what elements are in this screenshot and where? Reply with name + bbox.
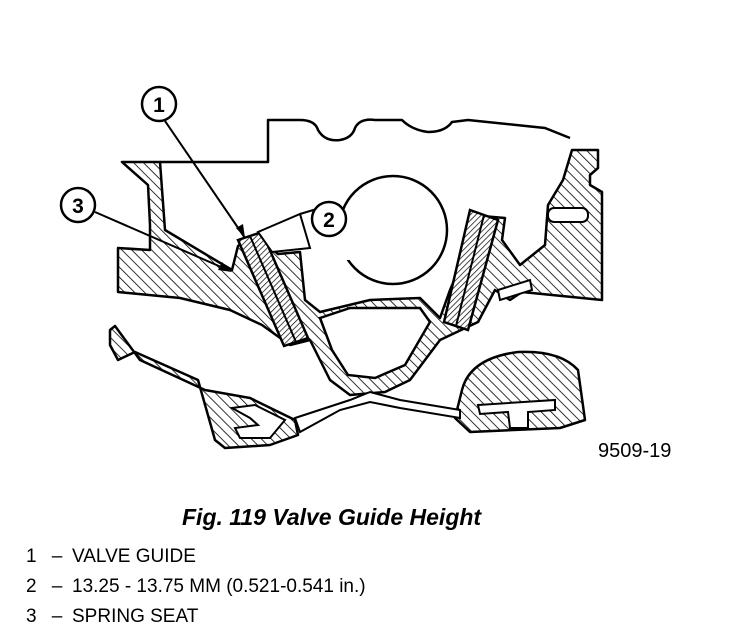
legend-item-text: 13.25 - 13.75 MM (0.521-0.541 in.) <box>72 576 366 597</box>
callout-2-label: 2 <box>323 209 335 232</box>
legend-item: 2–13.25 - 13.75 MM (0.521-0.541 in.) <box>26 572 366 602</box>
right-valve-guide <box>442 208 500 332</box>
legend-item-number: 2 <box>26 576 37 597</box>
cylinder-head-top-outline <box>160 118 571 164</box>
legend-item-number: 3 <box>26 606 37 627</box>
legend-item-text: SPRING SEAT <box>72 606 199 627</box>
legend: 1–VALVE GUIDE 2–13.25 - 13.75 MM (0.521-… <box>26 542 366 632</box>
legend-item-dash: – <box>51 576 63 597</box>
legend-item-dash: – <box>51 546 63 567</box>
legend-item-dash: – <box>51 606 63 627</box>
legend-item-number: 1 <box>26 546 37 567</box>
legend-item: 3–SPRING SEAT <box>26 602 366 632</box>
water-jacket-slot-upper <box>547 207 589 223</box>
figure-number: 9509-19 <box>598 440 672 462</box>
left-lower-cavity <box>228 403 287 439</box>
lower-web <box>293 390 461 434</box>
callout-1-label: 1 <box>153 94 165 117</box>
callout-3: 3 <box>59 186 232 272</box>
callout-1: 1 <box>140 85 246 239</box>
right-lower-cavity <box>476 398 556 429</box>
left-valve-guide <box>236 230 310 348</box>
callout-3-label: 3 <box>72 195 84 218</box>
water-jacket-slot-lower <box>496 278 534 302</box>
valve-guide-diagram: 1 2 3 <box>59 85 604 450</box>
measurement-bracket <box>256 207 321 254</box>
legend-item: 1–VALVE GUIDE <box>26 542 366 572</box>
figure-caption: Fig. 119 Valve Guide Height <box>182 504 482 530</box>
callout-2: 2 <box>310 200 348 238</box>
legend-item-text: VALVE GUIDE <box>72 546 196 567</box>
port-cavity <box>318 306 432 380</box>
